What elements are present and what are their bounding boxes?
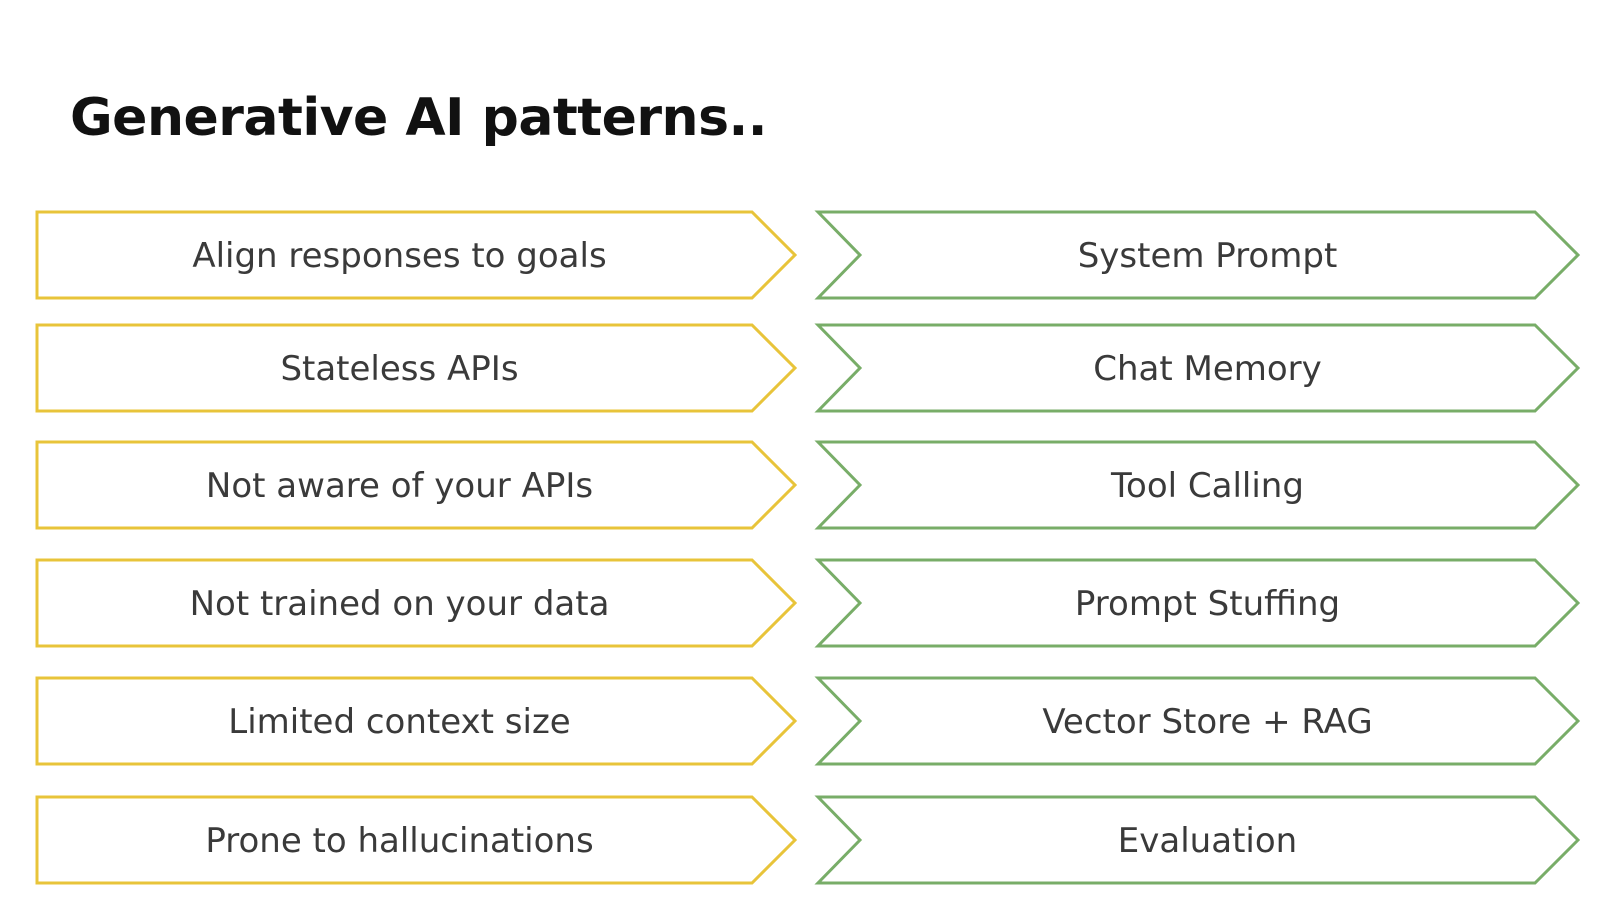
- pattern-chevron-shape: [814, 210, 1581, 300]
- pattern-chevron-shape: [814, 558, 1581, 648]
- pattern-label: Evaluation: [1118, 821, 1297, 861]
- pattern-label: System Prompt: [1078, 236, 1338, 276]
- problem-arrow: Not trained on your data: [35, 558, 798, 648]
- problem-arrow-shape: [35, 676, 798, 766]
- pattern-chevron-shape: [814, 676, 1581, 766]
- problem-arrow: Not aware of your APIs: [35, 440, 798, 530]
- pattern-chevron: Tool Calling: [814, 440, 1581, 530]
- pattern-label: Tool Calling: [1110, 466, 1304, 506]
- pattern-chevron: System Prompt: [814, 210, 1581, 300]
- pattern-label: Vector Store + RAG: [1042, 702, 1372, 742]
- problem-label: Stateless APIs: [280, 349, 518, 389]
- problem-label: Prone to hallucinations: [205, 821, 593, 861]
- problem-arrow-shape: [35, 440, 798, 530]
- problem-arrow-shape: [35, 795, 798, 885]
- problem-arrow: Align responses to goals: [35, 210, 798, 300]
- problem-label: Not aware of your APIs: [206, 466, 593, 506]
- problem-arrow: Prone to hallucinations: [35, 795, 798, 885]
- problem-arrow-shape: [35, 558, 798, 648]
- page-title: Generative AI patterns..: [70, 88, 768, 148]
- problem-label: Limited context size: [228, 702, 570, 742]
- problem-label: Not trained on your data: [190, 584, 610, 624]
- problem-label: Align responses to goals: [192, 236, 606, 276]
- pattern-chevron: Prompt Stuffing: [814, 558, 1581, 648]
- pattern-chevron: Chat Memory: [814, 323, 1581, 413]
- pattern-chevron: Evaluation: [814, 795, 1581, 885]
- pattern-label: Prompt Stuffing: [1075, 584, 1340, 624]
- pattern-label: Chat Memory: [1093, 349, 1322, 389]
- pattern-chevron-shape: [814, 795, 1581, 885]
- problem-arrow: Limited context size: [35, 676, 798, 766]
- problem-arrow-shape: [35, 323, 798, 413]
- pattern-chevron-shape: [814, 440, 1581, 530]
- pattern-chevron-shape: [814, 323, 1581, 413]
- pattern-chevron: Vector Store + RAG: [814, 676, 1581, 766]
- problem-arrow: Stateless APIs: [35, 323, 798, 413]
- problem-arrow-shape: [35, 210, 798, 300]
